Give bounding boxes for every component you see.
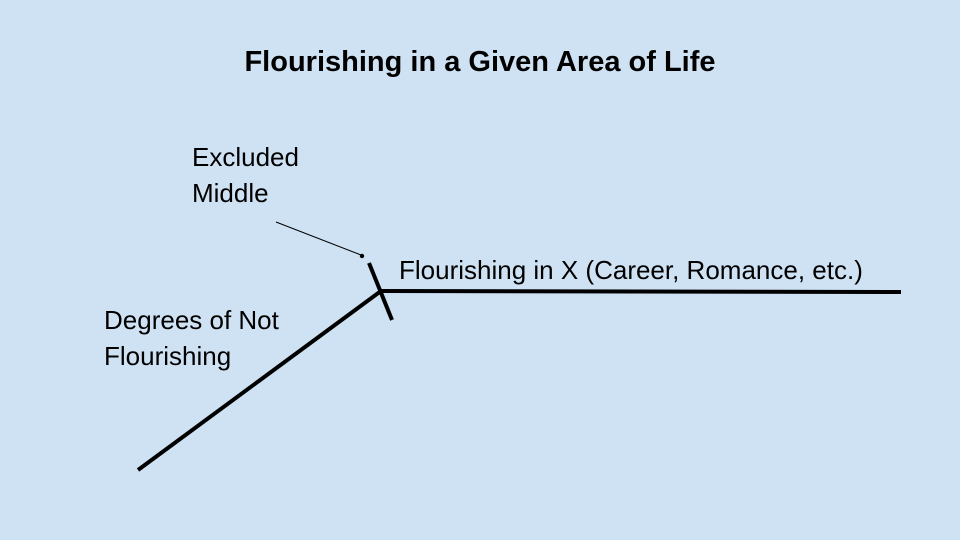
flourishing-in-x-label: Flourishing in X (Career, Romance, etc.) <box>399 255 863 285</box>
flourishing-line <box>380 289 902 294</box>
excluded-middle-line-1: Excluded <box>192 142 299 172</box>
degrees-not-flourishing-line-2: Flourishing <box>104 341 232 371</box>
excluded-middle-line-2: Middle <box>192 178 269 208</box>
not-flourishing-line <box>136 289 383 472</box>
degrees-not-flourishing-line-1: Degrees of Not <box>104 305 279 335</box>
slide-title: Flourishing in a Given Area of Life <box>244 46 716 78</box>
excluded-middle-label: Excluded Middle <box>192 139 299 211</box>
excluded-middle-tick <box>367 262 394 321</box>
excluded-middle-pointer <box>275 221 362 256</box>
pointer-dot <box>359 253 365 259</box>
degrees-of-not-flourishing-label: Degrees of Not Flourishing <box>104 302 279 374</box>
